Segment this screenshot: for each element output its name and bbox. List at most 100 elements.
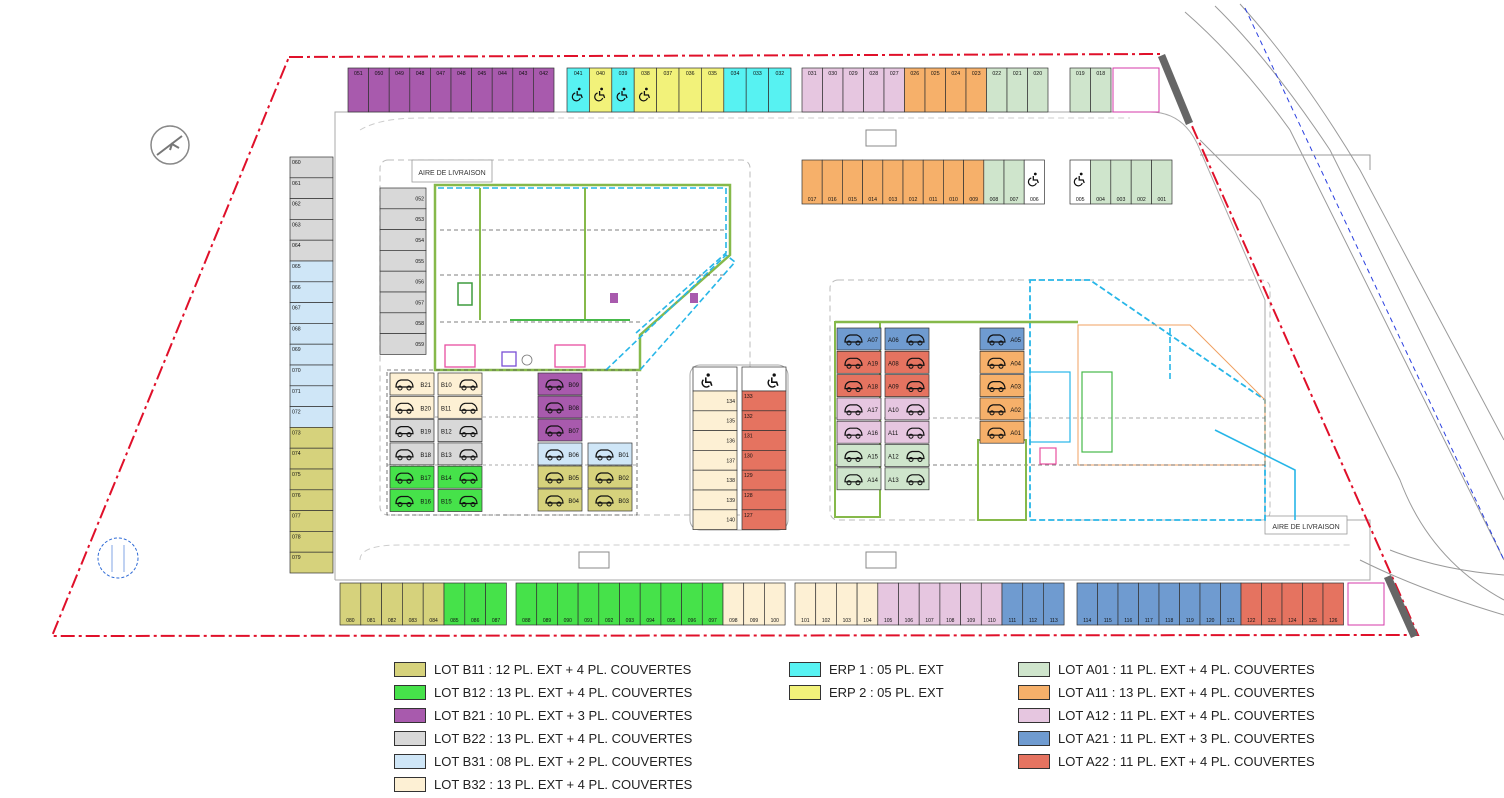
covered-space-number: A03	[1010, 385, 1021, 391]
delivery-label-left: AIRE DE LIVRAISON	[418, 170, 485, 177]
parking-space: 027	[883, 67, 905, 113]
parking-space-number: 093	[626, 618, 635, 624]
site-boundary	[50, 52, 1420, 638]
covered-space: B05	[537, 465, 583, 489]
parking-space-number: 079	[292, 555, 301, 561]
parking-space: 096	[681, 582, 703, 626]
car-icon	[545, 495, 564, 507]
parking-space: 080	[339, 582, 362, 626]
parking-space: 092	[598, 582, 620, 626]
parking-space-number: 140	[726, 518, 735, 524]
covered-space-number: B06	[568, 453, 579, 459]
car-icon	[459, 472, 478, 484]
car-icon	[545, 402, 564, 414]
covered-space: A14	[836, 467, 882, 491]
covered-space: A06	[884, 327, 930, 351]
parking-space-number: 120	[1206, 618, 1215, 624]
parking-space: 031	[801, 67, 823, 113]
entrance-gate-top	[1112, 54, 1193, 125]
covered-space-number: A06	[888, 338, 899, 344]
parking-space-number: 033	[753, 71, 762, 77]
parking-space-number: 040	[596, 71, 605, 77]
parking-space-number: 119	[1186, 618, 1194, 624]
parking-space-number: 012	[909, 197, 918, 203]
parking-space-number: 092	[605, 618, 614, 624]
parking-space: 131	[741, 430, 787, 451]
car-icon	[395, 426, 414, 438]
covered-space: B20	[389, 395, 435, 419]
covered-space: A05	[979, 327, 1025, 351]
covered-space-number: B15	[441, 500, 452, 506]
covered-space-number: B05	[568, 476, 579, 482]
covered-space-number: A13	[888, 478, 899, 484]
covered-space: A04	[979, 350, 1025, 374]
parking-space-number: 110	[988, 618, 996, 624]
parking-space-number: 112	[1029, 618, 1037, 624]
car-icon	[545, 472, 564, 484]
parking-space-number: 045	[478, 71, 487, 77]
parking-space-number: 116	[1124, 618, 1132, 624]
parking-space-number: 048	[457, 71, 466, 77]
parking-space: 070	[289, 364, 334, 387]
parking-space: 099	[743, 582, 765, 626]
covered-space: B08	[537, 395, 583, 419]
delivery-area-right: AIRE DE LIVRAISON	[1264, 515, 1348, 535]
parking-space: 101	[794, 582, 817, 626]
parking-space: 038	[633, 67, 657, 113]
parking-space-number: 076	[292, 493, 301, 499]
parking-space: 033	[745, 67, 769, 113]
wheelchair-icon	[767, 373, 779, 388]
parking-space: 045	[471, 67, 493, 113]
parking-space: 053	[379, 208, 427, 230]
covered-space-number: A05	[1010, 338, 1021, 344]
legend-label: LOT A12 : 11 PL. EXT + 4 PL. COUVERTES	[1058, 707, 1315, 723]
legend-swatch	[1018, 707, 1050, 723]
parking-space: 011	[922, 159, 944, 205]
covered-space-number: B04	[568, 499, 579, 505]
car-icon	[987, 427, 1006, 439]
covered-space: B21	[389, 372, 435, 396]
blue-dashed-line	[1244, 7, 1504, 561]
car-icon	[395, 495, 414, 507]
parking-space-number: 103	[843, 618, 852, 624]
access-road	[1184, 3, 1504, 616]
covered-space: A18	[836, 374, 882, 397]
covered-space-number: B02	[618, 476, 629, 482]
car-icon	[395, 379, 414, 391]
parking-space-number: 080	[346, 618, 355, 624]
car-icon	[906, 404, 925, 416]
car-icon	[844, 357, 863, 369]
parking-space-number: 121	[1227, 618, 1236, 624]
parking-space: 051	[347, 67, 369, 113]
legend-label: LOT A11 : 13 PL. EXT + 4 PL. COUVERTES	[1058, 684, 1315, 700]
legend-item-a22: LOT A22 : 11 PL. EXT + 4 PL. COUVERTES	[1018, 751, 1315, 771]
parking-space-number: 074	[292, 451, 301, 457]
car-icon	[844, 427, 863, 439]
legend-label: LOT B11 : 12 PL. EXT + 4 PL. COUVERTES	[434, 661, 692, 677]
car-icon	[595, 472, 614, 484]
covered-space: B15	[437, 489, 483, 512]
parking-space-number: 133	[744, 394, 753, 400]
parking-space-number: 029	[849, 71, 858, 77]
parking-space-number: 035	[708, 71, 717, 77]
parking-space: 050	[368, 67, 390, 113]
covered-space-number: A12	[888, 455, 899, 461]
parking-space-number: 007	[1010, 197, 1019, 203]
wheelchair-icon	[701, 373, 713, 388]
covered-space-number: A08	[888, 361, 899, 367]
parking-space-number: 134	[726, 399, 735, 405]
parking-space: 013	[882, 159, 904, 205]
parking-space: 035	[701, 67, 725, 113]
parking-space-number: 002	[1137, 197, 1146, 203]
parking-space: 084	[422, 582, 445, 626]
parking-space-number: 008	[990, 197, 999, 203]
parking-space-number: 066	[292, 285, 301, 291]
parking-space: 139	[692, 489, 738, 511]
legend-swatch	[394, 730, 426, 746]
car-icon	[545, 449, 564, 461]
covered-space-number: A04	[1010, 361, 1021, 367]
parking-space: 112	[1022, 582, 1044, 626]
parking-space: 012	[902, 159, 924, 205]
